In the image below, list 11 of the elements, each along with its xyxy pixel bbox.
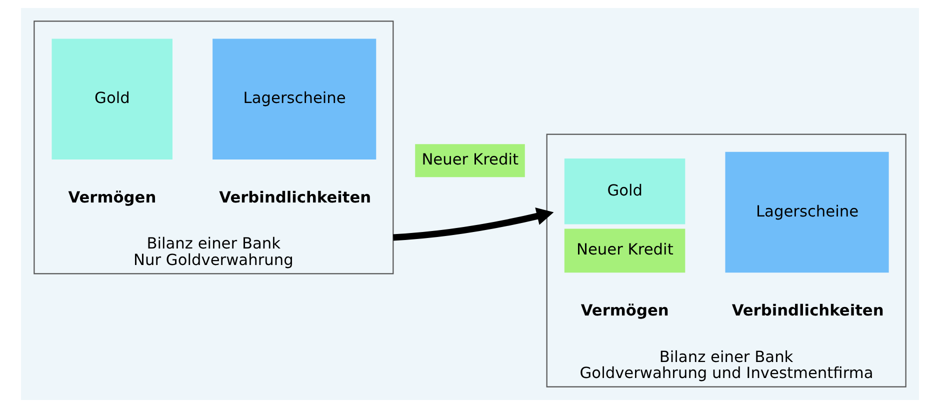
node-box: Lagerscheine bbox=[212, 38, 376, 160]
node-box: Gold bbox=[564, 158, 685, 224]
node-label: Verbindlichkeiten bbox=[731, 302, 884, 320]
node-label: Verbindlichkeiten bbox=[218, 188, 371, 207]
arrow bbox=[392, 208, 554, 241]
node-box: Gold bbox=[51, 38, 172, 160]
node-label: Vermögen bbox=[68, 188, 156, 207]
node-label: Vermögen bbox=[580, 302, 668, 320]
node-box: Lagerscheine bbox=[724, 152, 888, 273]
node-box: Neuer Kredit bbox=[564, 228, 685, 273]
node-box: Neuer Kredit bbox=[414, 144, 524, 178]
